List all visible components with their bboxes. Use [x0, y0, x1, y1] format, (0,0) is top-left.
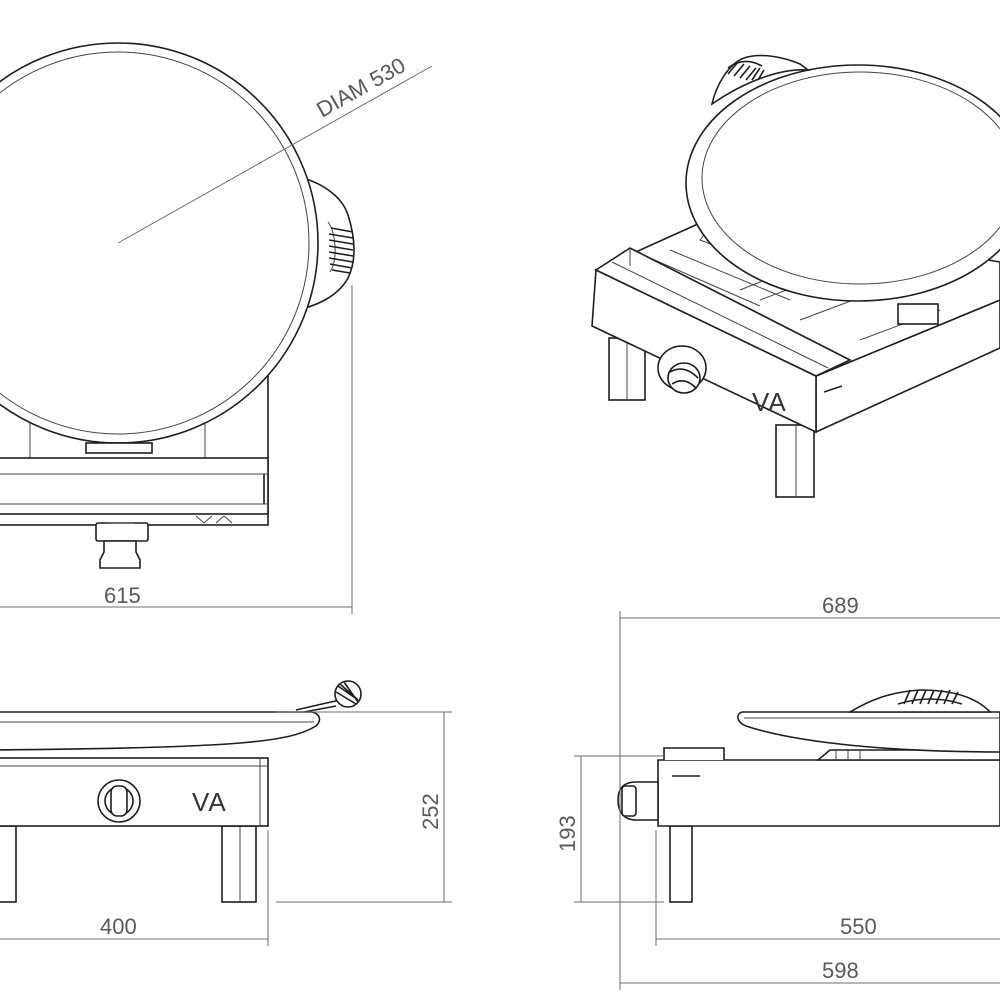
- iso-pan: [685, 64, 1000, 302]
- front-knob: [97, 779, 141, 823]
- top-view-knob: [95, 522, 149, 542]
- iso-handle-coil: [727, 60, 765, 81]
- side-handle-coil: [897, 689, 963, 705]
- side-view: 689 193 550 598: [555, 593, 1000, 990]
- side-leg-span-label: 550: [840, 914, 877, 939]
- side-height-label: 193: [555, 815, 580, 852]
- top-view-handle-coil: [328, 227, 354, 274]
- diameter-leader: [117, 65, 433, 244]
- front-pan: [0, 711, 321, 751]
- top-view: DIAM 530 615: [0, 42, 433, 614]
- front-logo: VA: [192, 787, 227, 817]
- side-pan: [737, 711, 1000, 753]
- iso-knob: [657, 345, 707, 394]
- front-width-label: 400: [100, 914, 137, 939]
- side-depth-label: 598: [822, 958, 859, 983]
- front-handle-coil: [334, 680, 362, 708]
- front-height-label: 252: [418, 793, 443, 830]
- top-view-front-rail: [0, 457, 269, 515]
- top-view-pan-outer: [0, 42, 319, 444]
- iso-view: VA: [591, 54, 1000, 498]
- top-view-pan-inner: [0, 51, 310, 435]
- front-view: VA 252 400: [0, 680, 452, 946]
- side-depth-total-label: 689: [822, 593, 859, 618]
- side-body: [657, 759, 1000, 827]
- top-view-logo-mark: [195, 515, 233, 524]
- top-view-width-label: 615: [104, 583, 141, 608]
- iso-logo: VA: [752, 387, 787, 417]
- iso-pan-handle: [710, 54, 811, 106]
